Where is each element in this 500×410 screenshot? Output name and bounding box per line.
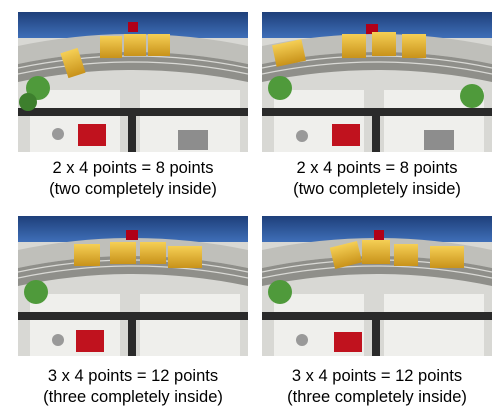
photo-4 [262, 216, 492, 356]
panel-1: 2 x 4 points = 8 points (two completely … [18, 12, 248, 198]
caption-2-line-2: (two completely inside) [293, 180, 461, 198]
caption-3-line-1: 3 x 4 points = 12 points [47, 367, 219, 385]
caption-4: 3 x 4 points = 12 points (three complete… [262, 366, 492, 408]
caption-1: 2 x 4 points = 8 points (two completely … [18, 158, 248, 200]
caption-1-line-1: 2 x 4 points = 8 points [52, 159, 214, 177]
panel-4: 3 x 4 points = 12 points (three complete… [262, 216, 492, 406]
caption-2: 2 x 4 points = 8 points (two completely … [262, 158, 492, 200]
photo-1 [18, 12, 248, 152]
caption-2-line-1: 2 x 4 points = 8 points [296, 159, 458, 177]
caption-3-line-2: (three completely inside) [43, 388, 223, 406]
caption-1-line-2: (two completely inside) [49, 180, 217, 198]
caption-4-line-1: 3 x 4 points = 12 points [291, 367, 463, 385]
panel-3: 3 x 4 points = 12 points (three complete… [18, 216, 248, 406]
caption-4-line-2: (three completely inside) [287, 388, 467, 406]
photo-2 [262, 12, 492, 152]
caption-3: 3 x 4 points = 12 points (three complete… [18, 366, 248, 408]
photo-3 [18, 216, 248, 356]
panel-2: 2 x 4 points = 8 points (two completely … [262, 12, 492, 198]
